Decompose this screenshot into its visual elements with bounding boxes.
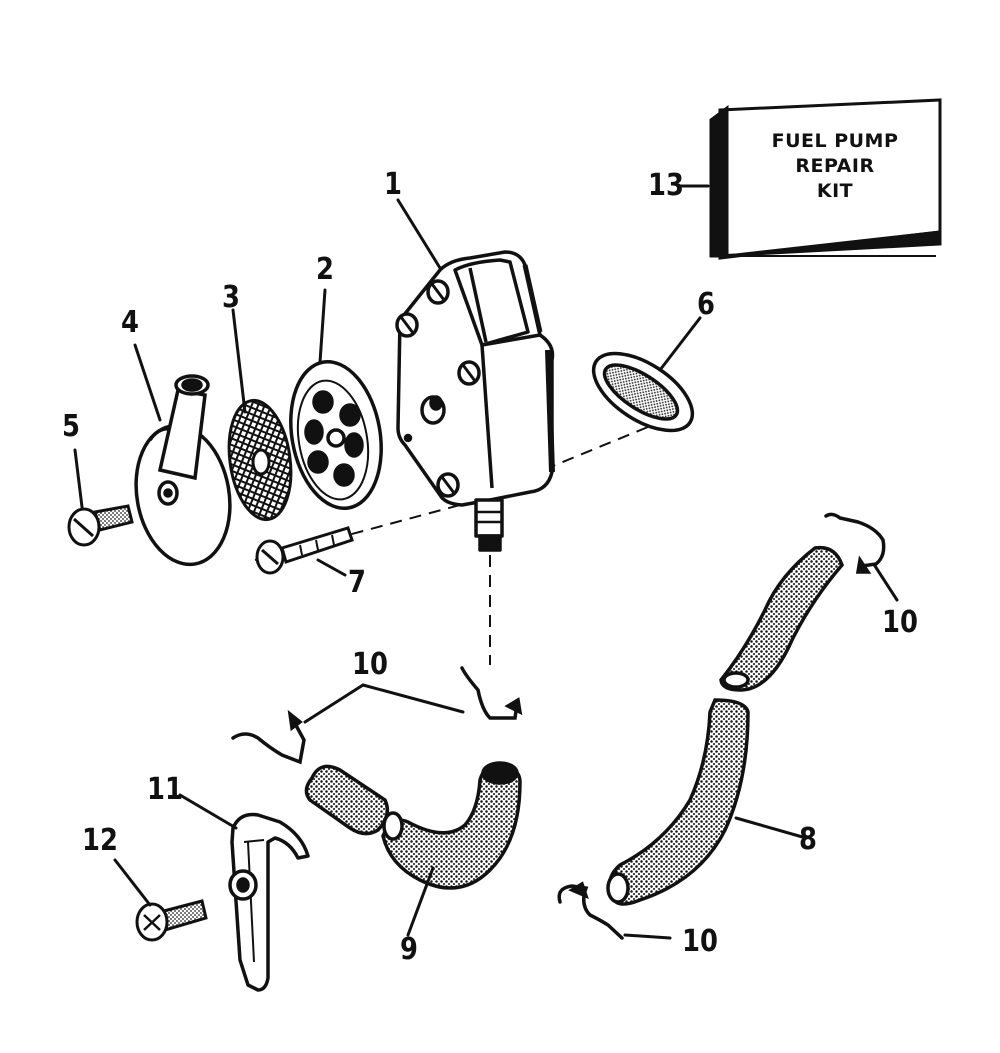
callout-12: 12 [82,823,118,858]
long-screw [255,526,354,575]
callout-5: 5 [62,409,80,444]
callout-8: 8 [799,822,817,857]
callout-7: 7 [348,565,366,600]
callout-1: 1 [384,167,402,202]
pump-cover [134,374,232,567]
hose-bracket [228,812,310,992]
filter-screen [227,398,293,522]
leader-lines [73,184,899,940]
callout-11: 11 [147,772,183,807]
callout-6: 6 [697,287,715,322]
pump-body [395,250,555,552]
callout-10-right: 10 [882,605,918,640]
fuel-hose-long [606,545,844,906]
callout-3: 3 [222,280,240,315]
kit-label-line1: FUEL PUMP [771,130,899,152]
callout-13: 13 [648,168,684,203]
hose-clamps [231,512,886,940]
callout-9: 9 [400,932,418,967]
gasket [591,351,695,433]
valve-plate [289,359,383,511]
repair-kit-box [709,98,942,260]
callout-10-bottom: 10 [682,924,718,959]
kit-label-line3: KIT [816,180,854,202]
fuel-hose-elbow [304,761,522,890]
callout-2: 2 [316,252,334,287]
cover-screw [67,504,134,547]
kit-label-line2: REPAIR [795,155,875,177]
callout-4: 4 [121,305,139,340]
assembly-axis-lines [254,419,666,665]
bracket-screw [135,899,208,942]
callout-10-center: 10 [352,647,388,682]
